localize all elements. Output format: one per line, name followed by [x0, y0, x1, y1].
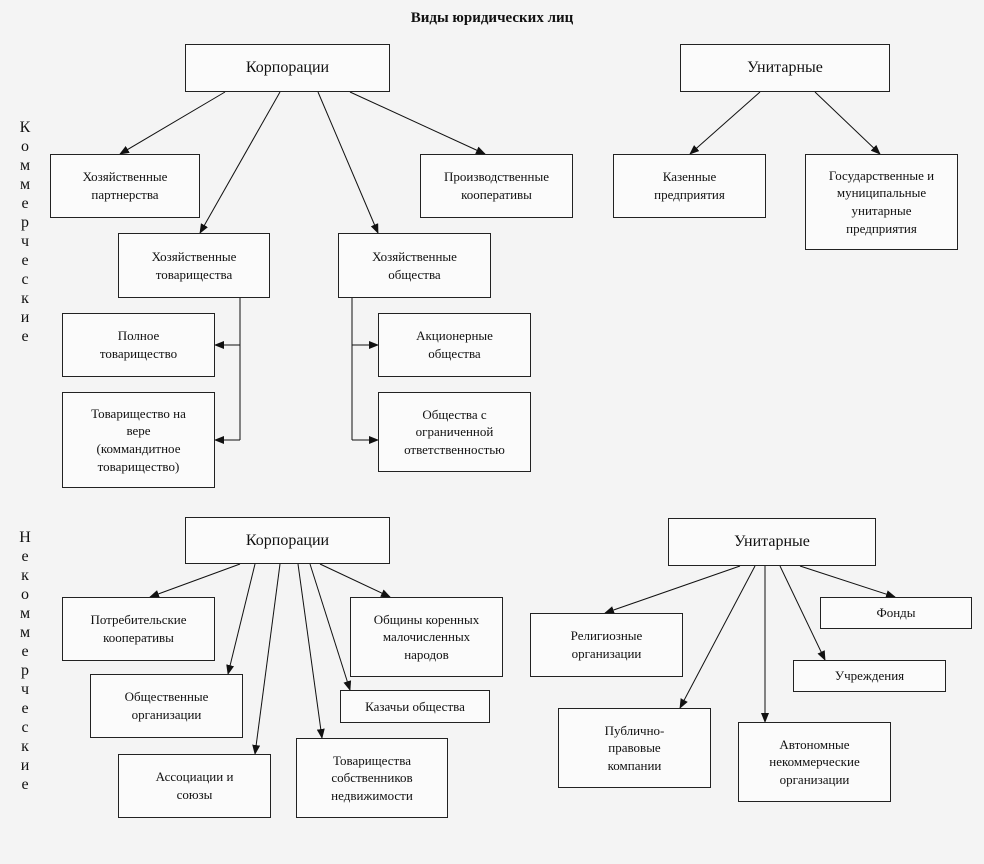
- box-noncommercial-corporations: Корпорации: [185, 517, 390, 564]
- box-noncommercial-unitary: Унитарные: [668, 518, 876, 566]
- box-public-organizations: Общественные организации: [90, 674, 243, 738]
- arrow-nc-unitary-to-institutions: [779, 565, 826, 661]
- side-label-noncommercial: Н е к о м м е р ч е с к и е: [19, 529, 31, 793]
- box-indigenous-communities: Общины коренных малочисленных народов: [350, 597, 503, 677]
- side-label-commercial: К о м м е р ч е с к и е: [19, 119, 31, 345]
- arrow-corp-to-tovarishchestva: [199, 91, 281, 234]
- arrow-nc-unitary-to-religious: [604, 565, 741, 614]
- box-state-enterprises: Казенные предприятия: [613, 154, 766, 218]
- arrow-nc-corp-to-indigenous: [319, 563, 391, 598]
- box-associations-unions: Ассоциации и союзы: [118, 754, 271, 818]
- arrow-corp-to-partnerships: [119, 91, 226, 155]
- box-business-tovarishchestva: Хозяйственные товарищества: [118, 233, 270, 298]
- arrow-corp-to-coops: [349, 91, 486, 155]
- arrow-corp-to-obshchestva: [317, 91, 379, 234]
- arrow-nc-unitary-to-funds: [799, 565, 896, 599]
- box-consumer-coops: Потребительские кооперативы: [62, 597, 215, 661]
- box-joint-stock: Акционерные общества: [378, 313, 531, 377]
- box-religious-organizations: Религиозные организации: [530, 613, 683, 677]
- arrow-nc-corp-to-consumer: [149, 563, 241, 598]
- box-commercial-corporations: Корпорации: [185, 44, 390, 92]
- arrow-nc-corp-to-owners: [297, 563, 325, 739]
- box-full-partnership: Полное товарищество: [62, 313, 215, 377]
- box-state-municipal-enterprises: Государственные и муниципальные унитарны…: [805, 154, 958, 250]
- box-business-partnerships: Хозяйственные партнерства: [50, 154, 200, 218]
- box-cossack-societies: Казачьи общества: [340, 690, 490, 723]
- box-business-obshchestva: Хозяйственные общества: [338, 233, 491, 298]
- box-llc: Общества с ограниченной ответственностью: [378, 392, 531, 472]
- box-funds: Фонды: [820, 597, 972, 629]
- arrow-unitary-to-kazennye: [689, 91, 761, 155]
- arrow-nc-corp-to-associations: [252, 563, 281, 755]
- box-production-coops: Производственные кооперативы: [420, 154, 573, 218]
- arrow-unitary-to-state: [814, 91, 881, 155]
- box-owners-partnerships: Товарищества собственников недвижимости: [296, 738, 448, 818]
- box-public-law-companies: Публично- правовые компании: [558, 708, 711, 788]
- diagram-title: Виды юридических лиц: [410, 10, 574, 26]
- box-commercial-unitary: Унитарные: [680, 44, 890, 92]
- arrow-nc-corp-to-cossack: [309, 563, 352, 691]
- box-autonomous-nonprofits: Автономные некоммерческие организации: [738, 722, 891, 802]
- box-limited-partnership: Товарищество на вере (коммандитное товар…: [62, 392, 215, 488]
- arrow-nc-corp-to-public: [226, 563, 256, 675]
- box-institutions: Учреждения: [793, 660, 946, 692]
- arrow-nc-unitary-to-public-law: [679, 565, 756, 709]
